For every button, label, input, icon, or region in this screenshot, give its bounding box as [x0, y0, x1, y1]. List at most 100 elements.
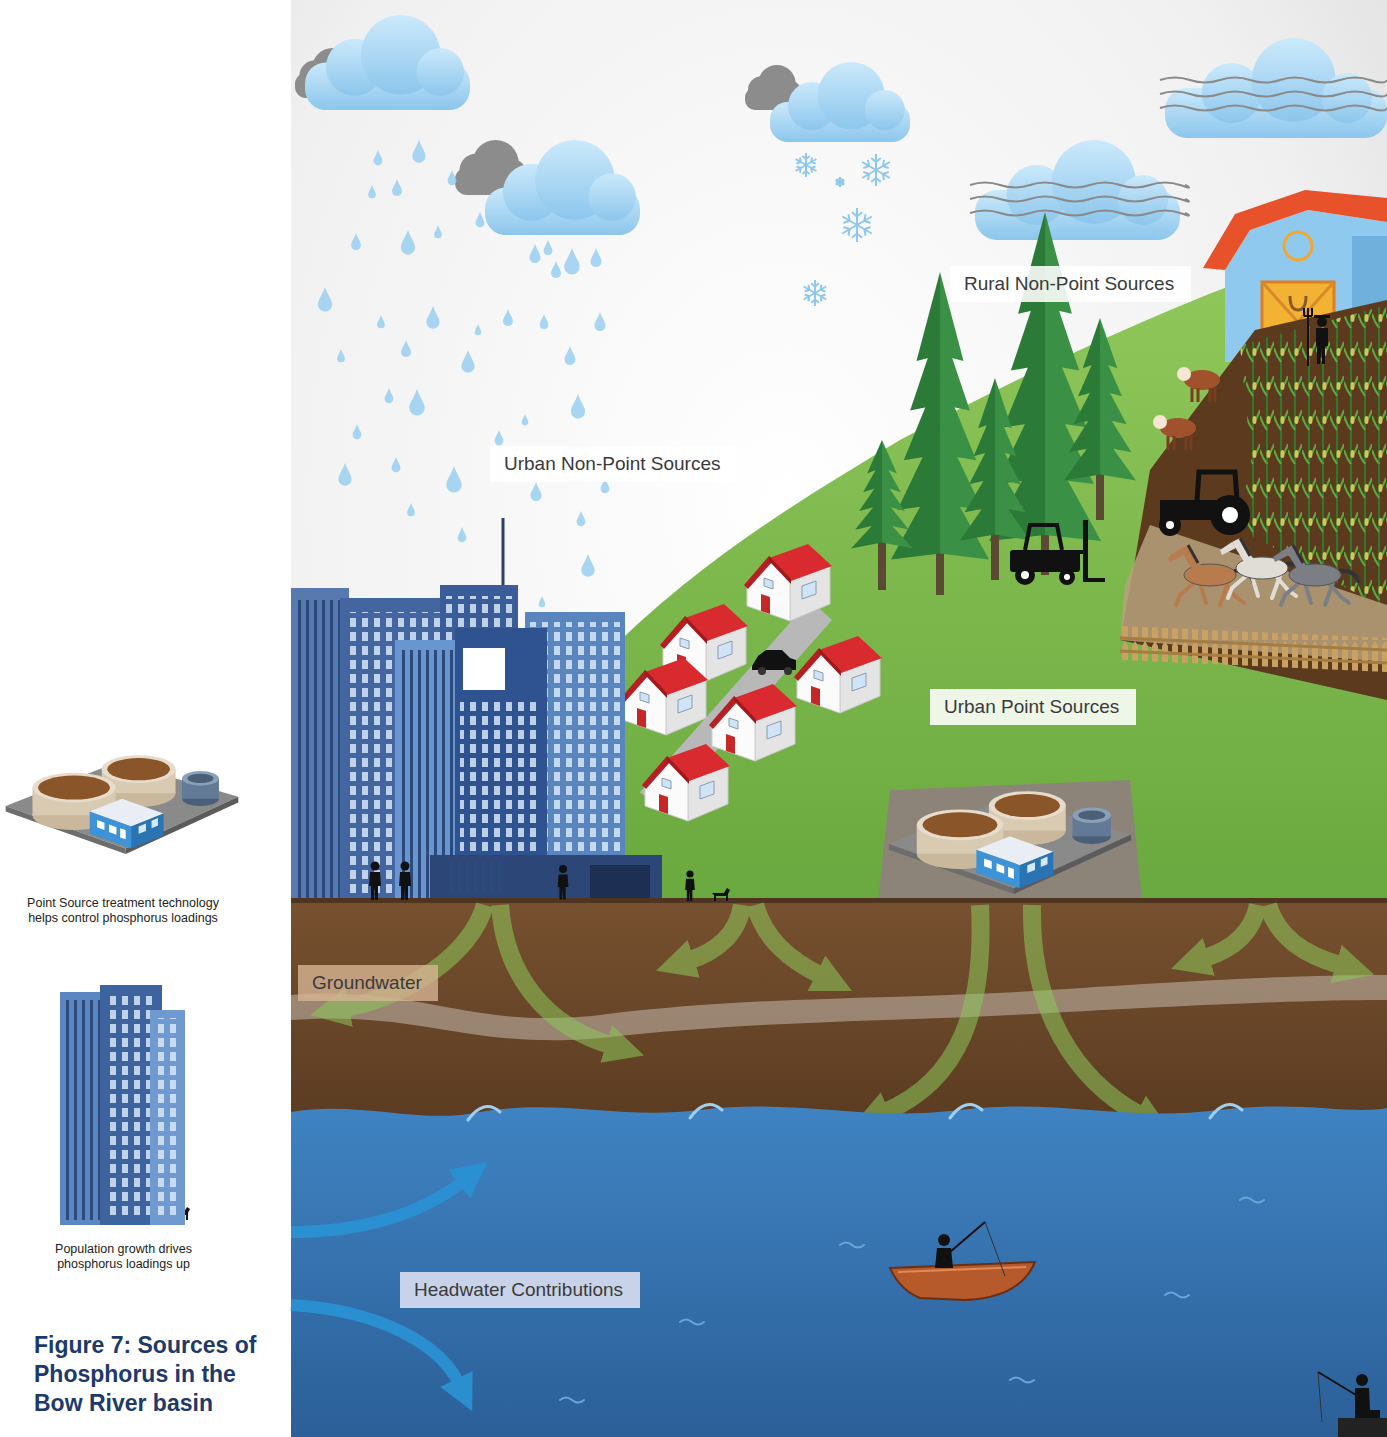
- snowflake: [835, 177, 845, 187]
- conifer-tree: [878, 535, 886, 590]
- city-towers: [445, 862, 505, 892]
- cow: [1192, 388, 1215, 402]
- cloud: [1322, 73, 1372, 123]
- wave: [1165, 1293, 1189, 1298]
- conifer-tree: [891, 471, 940, 560]
- snowflake: [860, 158, 893, 182]
- conifer-tree: [995, 490, 1030, 540]
- conifer-tree: [1064, 430, 1100, 480]
- source-label: Groundwater: [312, 971, 424, 995]
- wave: [950, 1105, 982, 1118]
- raindrop: [551, 261, 561, 278]
- raindrop: [337, 349, 345, 362]
- farmer: [1304, 308, 1312, 366]
- cloud: [1165, 38, 1387, 138]
- car: [784, 667, 792, 675]
- forklift: [1010, 520, 1105, 585]
- conifer-tree: [960, 490, 995, 540]
- tower-icon: [153, 1018, 182, 1218]
- farmer: [1316, 328, 1328, 364]
- conifer-tree: [851, 440, 913, 590]
- forklift: [1025, 525, 1062, 550]
- wave: [1210, 1105, 1242, 1118]
- raindrop: [318, 140, 610, 607]
- city-towers: [291, 518, 662, 900]
- raindrop: [407, 503, 415, 516]
- horse: [1273, 549, 1289, 562]
- raindrop: [571, 394, 585, 419]
- source-label-box: Urban Point Sources: [930, 689, 1136, 725]
- snowflake: [860, 158, 893, 182]
- person-silhouette: [558, 874, 569, 899]
- houses: [620, 544, 882, 821]
- raindrop: [377, 315, 385, 328]
- source-label-box: Headwater Contributions: [400, 1272, 640, 1308]
- car: [752, 650, 796, 675]
- boat: [890, 1262, 1035, 1300]
- plant-base: [878, 780, 1142, 900]
- person-silhouette: [685, 870, 695, 901]
- horse: [1293, 545, 1303, 563]
- snowflake: [794, 153, 818, 177]
- car: [752, 650, 796, 670]
- city-towers: [430, 855, 662, 900]
- source-label: Urban Point Sources: [944, 695, 1122, 719]
- source-label-box: Urban Non-Point Sources: [490, 446, 737, 482]
- conifer-tree: [960, 378, 1030, 580]
- headwater-arrow: [291, 1182, 462, 1232]
- seepage-arrow: [755, 905, 820, 975]
- raindrop: [385, 388, 394, 403]
- horse: [1180, 545, 1202, 569]
- conifer-tree: [1100, 430, 1136, 480]
- cornfield: [1232, 305, 1387, 610]
- cloud: [417, 48, 465, 96]
- wind-line: [970, 197, 1189, 202]
- snowflake: [840, 208, 875, 242]
- river: [291, 1106, 1387, 1437]
- raindrop: [401, 230, 415, 255]
- cloud: [975, 140, 1180, 240]
- shore-fisherman: [1318, 1372, 1387, 1437]
- farmer: [1314, 315, 1330, 318]
- conifer-tree: [1064, 318, 1136, 520]
- horse: [1273, 545, 1359, 605]
- snowflake: [794, 156, 818, 174]
- raindrop: [581, 554, 594, 577]
- tower-icon: [64, 1000, 101, 1220]
- seepage-arrow: [500, 905, 610, 1045]
- seepage-arrow: [1205, 905, 1258, 958]
- snowflake: [794, 153, 892, 306]
- wind-line: [970, 211, 1189, 216]
- seepage-arrow: [690, 905, 742, 960]
- cloud: [295, 15, 1387, 240]
- shore-fisherman: [1356, 1374, 1368, 1386]
- raindrop: [412, 140, 425, 163]
- treatment-plant: [889, 791, 1131, 894]
- tractor: [1222, 507, 1238, 523]
- tower-icon: [150, 1010, 185, 1225]
- raindrop: [564, 248, 579, 275]
- cow: [1177, 367, 1220, 402]
- raindrop: [318, 287, 332, 312]
- boat: [890, 1222, 1035, 1300]
- forklift: [1075, 550, 1084, 554]
- raindrop: [539, 596, 546, 607]
- source-label: Urban Non-Point Sources: [504, 452, 723, 476]
- figure-caption: Figure 7: Sources of Phosphorus in the B…: [34, 1331, 269, 1418]
- cloud: [1252, 38, 1336, 122]
- raindrop: [503, 309, 513, 326]
- snowflake: [835, 178, 845, 186]
- fence: [1120, 626, 1387, 672]
- boat: [985, 1222, 1005, 1276]
- tractor: [1166, 521, 1174, 529]
- raindrop: [522, 414, 529, 425]
- forklift: [1015, 565, 1035, 585]
- shore-fisherman: [1318, 1372, 1356, 1395]
- seepage-arrow: [1268, 905, 1340, 965]
- horse: [1240, 538, 1250, 556]
- raindrop: [368, 185, 376, 198]
- hill: [600, 230, 1387, 900]
- forklift: [1064, 574, 1070, 580]
